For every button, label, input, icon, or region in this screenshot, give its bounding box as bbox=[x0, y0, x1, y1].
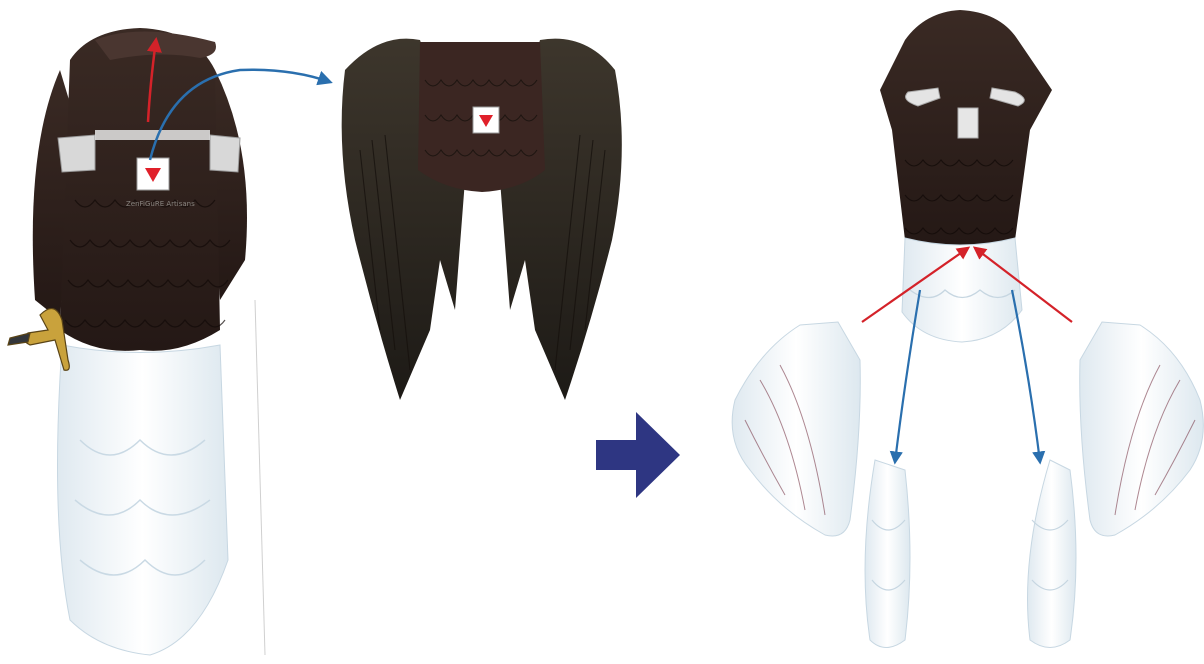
white-wing-left bbox=[732, 322, 860, 536]
dark-wing-pair bbox=[342, 39, 622, 400]
credit-label: ZenFiGuRE Artisans bbox=[126, 200, 195, 208]
eagle-back-body: ZenFiGuRE Artisans bbox=[8, 28, 330, 655]
fold-tab-right bbox=[210, 135, 240, 172]
white-piece-right bbox=[1028, 460, 1077, 648]
right-center-tab bbox=[958, 108, 978, 138]
arrow-right-icon bbox=[596, 412, 680, 498]
white-piece-left bbox=[865, 460, 910, 648]
fold-tab-left bbox=[58, 135, 95, 172]
guide-line bbox=[255, 300, 265, 655]
fold-strip bbox=[95, 130, 210, 140]
white-wing-right bbox=[1080, 322, 1204, 536]
blue-arrow-right bbox=[1012, 290, 1040, 462]
eagle-front-body bbox=[732, 10, 1203, 648]
talon bbox=[8, 309, 69, 371]
white-tail bbox=[58, 345, 229, 655]
